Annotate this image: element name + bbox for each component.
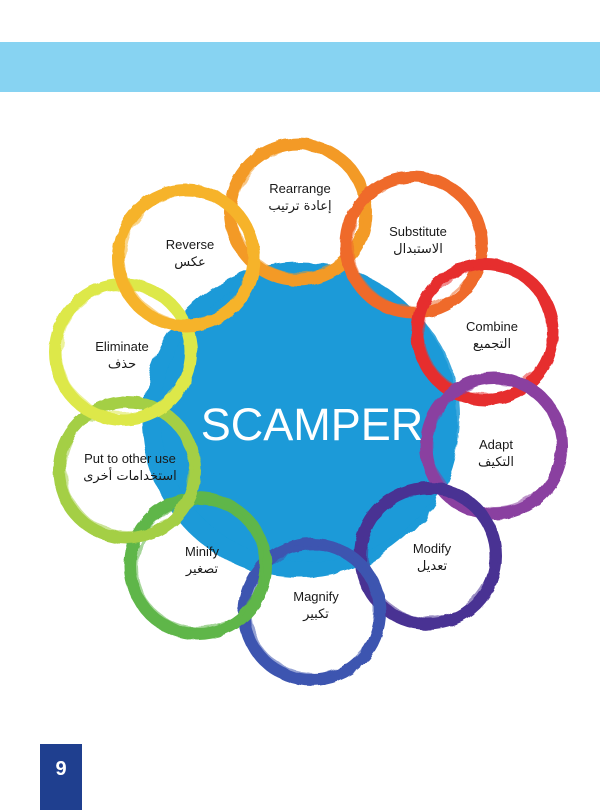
label-combine-arabic: التجميع: [473, 337, 511, 352]
ring-minify: [124, 492, 272, 640]
label-reverse-arabic: عكس: [174, 255, 206, 270]
ring-adapt: [420, 372, 568, 520]
ring-put-to-other-use: [53, 396, 201, 544]
label-adapt: Adapt: [479, 437, 513, 452]
center-title: SCAMPER: [201, 399, 424, 450]
ring-reverse-texture: [121, 191, 253, 323]
label-rearrange-arabic: إعادة ترتيب: [268, 199, 331, 214]
label-eliminate-arabic: حذف: [108, 357, 136, 372]
label-reverse: Reverse: [166, 237, 214, 252]
label-put-to-other-use-arabic: استخدامات أخرى: [83, 467, 177, 484]
label-minify: Minify: [185, 544, 219, 559]
label-magnify-arabic: تكبير: [302, 607, 329, 622]
label-modify-arabic: تعديل: [417, 559, 448, 574]
ring-modify-texture: [363, 489, 495, 621]
label-magnify: Magnify: [293, 589, 339, 604]
ring-minify-texture: [133, 499, 265, 631]
label-put-to-other-use: Put to other use: [84, 451, 176, 466]
ring-reverse: [112, 184, 260, 332]
ring-combine-texture: [420, 265, 552, 397]
page-number: 9: [40, 744, 82, 810]
label-eliminate: Eliminate: [95, 339, 148, 354]
label-modify: Modify: [413, 541, 452, 556]
center-blob-texture: [160, 270, 460, 562]
ring-combine: [411, 258, 559, 406]
label-minify-arabic: تصغير: [185, 562, 219, 577]
label-combine: Combine: [466, 319, 518, 334]
header-band: [0, 42, 600, 92]
label-adapt-arabic: التكيف: [478, 455, 514, 470]
label-rearrange: Rearrange: [269, 181, 330, 196]
ring-adapt-texture: [429, 379, 561, 511]
ring-put-to-other-use-texture: [62, 403, 194, 535]
label-substitute: Substitute: [389, 224, 447, 239]
label-substitute-arabic: الاستبدال: [393, 242, 443, 257]
